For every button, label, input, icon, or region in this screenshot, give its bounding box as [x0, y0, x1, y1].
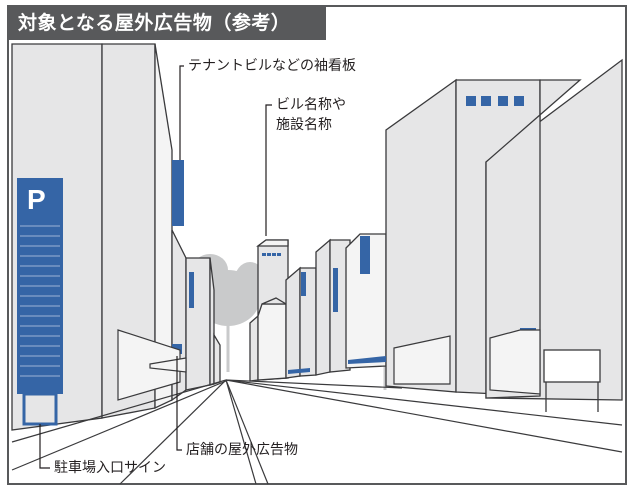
label-parking-sign: 駐車場入口サイン	[54, 460, 166, 476]
label-store-ads: 店舗の屋外広告物	[186, 442, 298, 458]
center-building-signs	[262, 253, 281, 256]
label-tenant-signs: テナントビルなどの袖看板	[188, 58, 356, 74]
parking-sign	[17, 178, 63, 426]
title-bar	[8, 6, 326, 40]
road-lines	[11, 379, 623, 485]
label-building-name-1: ビル名称や	[276, 97, 346, 113]
label-building-name-2: 施設名称	[276, 117, 332, 133]
leader-lines	[39, 65, 272, 469]
page-title: 対象となる屋外広告物（参考）	[18, 12, 291, 34]
right-storefronts	[393, 329, 541, 395]
right-standing-sign	[543, 349, 601, 412]
right-buildings	[249, 58, 623, 401]
parking-letter: P	[27, 184, 46, 215]
